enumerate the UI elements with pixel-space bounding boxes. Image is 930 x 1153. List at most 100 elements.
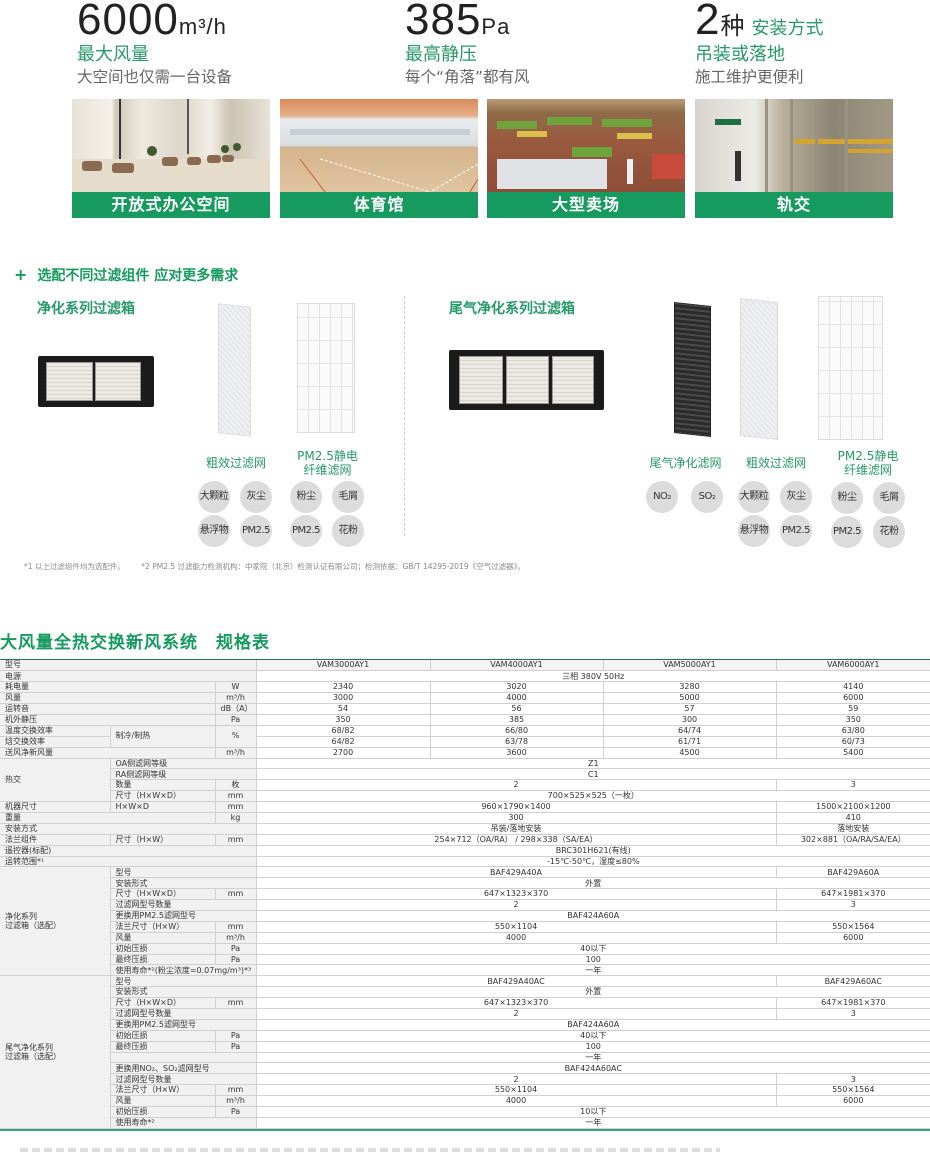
chip-dust: 灰尘 xyxy=(780,481,812,513)
chip-pm25: PM2.5 xyxy=(780,515,812,547)
mall-photo xyxy=(487,99,685,192)
stat-subtitle: 施工维护更便利 xyxy=(695,68,804,86)
table-row: 电源 三相 380V 50Hz xyxy=(0,670,930,683)
table-row: 一年 xyxy=(0,1052,930,1064)
stat-airflow: 6000m³/h 最大风量 大空间也仅需一台设备 xyxy=(77,0,232,88)
table-row: 送风净新风量 m³/h 2700 3600 4500 5400 xyxy=(0,747,930,759)
chip-large-particles: 大颗粒 xyxy=(738,481,770,513)
purify-box-title: 净化系列过滤箱 xyxy=(37,301,135,317)
filter-label-exhaust: 尾气净化滤网 xyxy=(649,456,722,470)
stat-title: 最高静压 xyxy=(405,44,477,65)
stat-subtitle: 大空间也仅需一台设备 xyxy=(77,68,233,86)
table-row: 温度交换效率 制冷/制热 % 68/82 66/80 64/74 63/80 xyxy=(0,725,930,748)
spec-table: 型号 VAM3000AY1 VAM4000AY1 VAM5000AY1 VAM6… xyxy=(0,659,930,1131)
table-row: 安装形式外置 xyxy=(0,986,930,999)
table-row: 风量 m³/h 3000 4000 5000 6000 xyxy=(0,692,930,705)
metro-photo xyxy=(695,99,893,192)
table-row: 尺寸（H×W×D） mm 700×525×525（一枚） xyxy=(0,790,930,803)
table-row: 法兰组件 尺寸（H×W） mm 254×712（OA/RA） / 298×338… xyxy=(0,834,930,846)
stat-number: 2 xyxy=(695,0,721,44)
carbon-filter-image xyxy=(674,302,711,437)
section-label: 净化系列过滤箱（选配） xyxy=(0,866,111,977)
scene-tile-mall: 大型卖场 xyxy=(487,99,685,218)
section-label: 尾气净化系列过滤箱（选配） xyxy=(0,975,111,1129)
footnote-2: *2 PM2.5 过滤能力检测机构：中家院（北京）检测认证有限公司；检测依据：G… xyxy=(141,562,525,571)
table-row: 运转范围*¹ -15℃-50℃，湿度≤80% xyxy=(0,856,930,868)
stat-inline-label: 安装方式 xyxy=(751,18,824,38)
chip-no2: NO₂ xyxy=(646,481,678,513)
chip-suspended: 悬浮物 xyxy=(198,515,230,547)
stat-number: 6000 xyxy=(77,0,179,44)
filter-label-coarse: 粗效过滤网 xyxy=(205,456,266,470)
table-row: 运转音 dB（A） 54 56 57 59 xyxy=(0,703,930,715)
chip-suspended: 悬浮物 xyxy=(738,515,770,547)
plus-icon: + xyxy=(14,265,28,284)
stat-number: 385 xyxy=(405,0,482,44)
table-row: 机器尺寸 H×W×D mm 960×1790×1400 1500×2100×12… xyxy=(0,801,930,813)
stat-unit: Pa xyxy=(481,14,511,39)
section-divider xyxy=(404,296,405,536)
coarse-filter-image xyxy=(218,303,251,437)
stat-unit: m³/h xyxy=(178,14,227,39)
scene-label: 开放式办公空间 xyxy=(72,192,270,218)
footnotes: *1 以上过滤组件均为选配件。 *2 PM2.5 过滤能力检测机构：中家院（北京… xyxy=(24,561,539,572)
stat-subtitle: 每个“角落”都有风 xyxy=(405,68,530,86)
gym-photo xyxy=(280,99,479,193)
scene-tile-gym: 体育馆 xyxy=(280,99,479,218)
chip-dander: 毛屑 xyxy=(873,482,905,514)
filter-label-pm25: PM2.5静电纤维滤网 xyxy=(297,449,358,477)
exhaust-box-title: 尾气净化系列过滤箱 xyxy=(449,301,575,317)
spec-table-title: 大风量全热交换新风系统 规格表 xyxy=(0,633,270,653)
scene-tile-metro: 轨交 xyxy=(695,99,893,218)
table-row: 安装方式 吊装/落地安装 落地安装 xyxy=(0,823,930,835)
pm25-filter-image xyxy=(297,303,355,433)
table-row: 型号 VAM3000AY1 VAM4000AY1 VAM5000AY1 VAM6… xyxy=(0,660,930,672)
stat-title: 吊装或落地 xyxy=(695,44,785,65)
purify-filter-box-image xyxy=(38,356,154,407)
scene-label: 体育馆 xyxy=(280,192,478,218)
chip-powder-dust: 粉尘 xyxy=(290,481,322,513)
table-row: RA侧滤网等级 C1 xyxy=(0,768,930,781)
coarse-filter-image xyxy=(740,298,778,440)
table-row: 焓交换效率 64/82 63/78 61/71 60/73 xyxy=(0,736,930,748)
scene-label: 轨交 xyxy=(695,192,893,218)
chip-powder-dust: 粉尘 xyxy=(831,482,863,514)
chip-pm25: PM2.5 xyxy=(831,516,863,548)
scene-label: 大型卖场 xyxy=(487,192,685,218)
table-row: 数量 枚 2 3 xyxy=(0,779,930,792)
table-row: 热交 OA侧滤网等级 Z1 xyxy=(0,758,930,803)
table-row: 遥控器(标配) BRC301H621(有线) xyxy=(0,845,930,857)
filter-label-pm25: PM2.5静电纤维滤网 xyxy=(837,449,899,477)
chip-dander: 毛屑 xyxy=(332,481,364,513)
chip-pm25: PM2.5 xyxy=(240,515,272,547)
footer-faded-text xyxy=(20,1148,720,1152)
stat-static-pressure: 385Pa 最高静压 每个“角落”都有风 xyxy=(405,0,530,88)
table-row: 机外静压 Pa 350 385 300 350 xyxy=(0,714,930,726)
pm25-filter-image xyxy=(818,296,883,440)
table-row: 安装形式外置 xyxy=(0,877,930,890)
stat-install-types: 2种安装方式 吊装或落地 施工维护更便利 xyxy=(695,0,823,88)
scene-tile-office: 开放式办公空间 xyxy=(72,99,270,218)
office-photo xyxy=(72,99,270,192)
chip-pm25: PM2.5 xyxy=(290,515,322,547)
